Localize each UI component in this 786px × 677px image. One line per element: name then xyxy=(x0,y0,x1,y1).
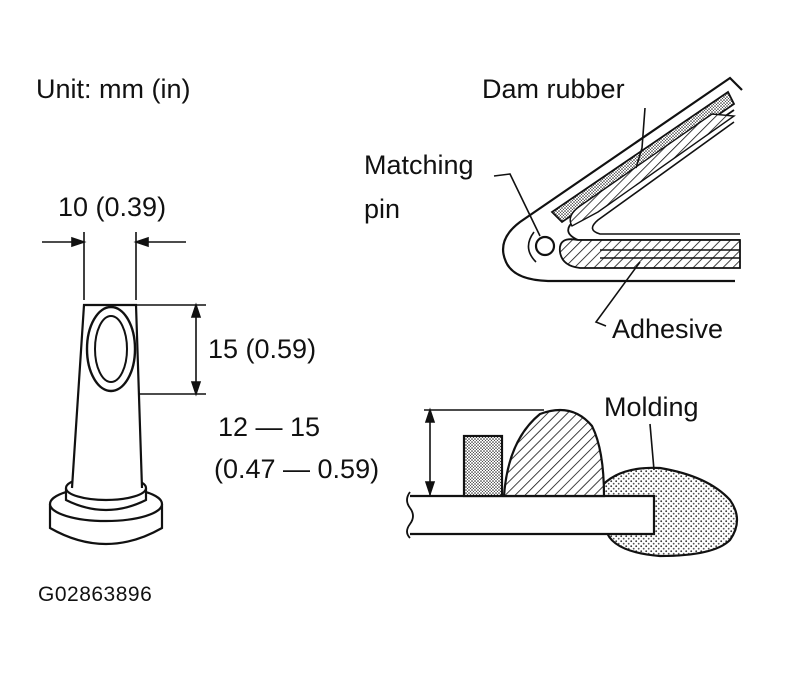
nozzle-opening-dimension xyxy=(136,302,206,397)
dam-rubber-label: Dam rubber xyxy=(482,74,625,104)
molding-label: Molding xyxy=(604,392,699,422)
nozzle-width-label: 10 (0.39) xyxy=(58,192,167,222)
edge-leader-lines xyxy=(493,107,646,327)
figure-code-label: G02863896 xyxy=(38,583,153,606)
unit-label: Unit: mm (in) xyxy=(36,74,191,104)
adhesive-label: Adhesive xyxy=(612,314,724,344)
nozzle-width-dimension xyxy=(42,232,186,300)
bead-height-inch-label: (0.47 — 0.59) xyxy=(214,454,380,484)
bead-height-label: 12 — 15 xyxy=(218,412,321,442)
molding-section-figure xyxy=(406,408,739,558)
glass-edge-figure xyxy=(502,76,743,283)
nozzle-figure xyxy=(48,303,164,546)
nozzle-opening-label: 15 (0.59) xyxy=(208,334,317,364)
matching-pin-label: Matching xyxy=(364,150,474,180)
bead-height-dimension xyxy=(424,407,655,497)
matching-pin-label-2: pin xyxy=(364,194,401,224)
